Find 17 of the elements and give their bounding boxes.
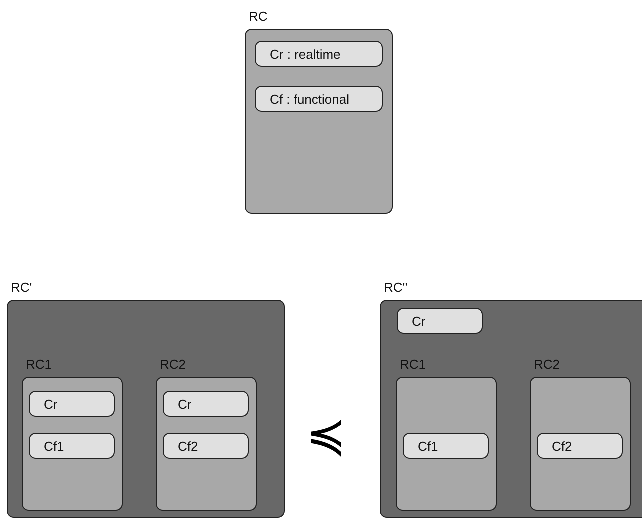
container-heading: RC1 <box>400 357 426 372</box>
container-heading: RC <box>249 9 268 24</box>
relation-symbol: ≼ <box>306 413 346 461</box>
container-heading: RC2 <box>534 357 560 372</box>
container-heading: RC1 <box>26 357 52 372</box>
container-heading: RC' <box>11 280 32 295</box>
component-box: Cr <box>397 308 483 334</box>
component-box: Cf2 <box>537 433 623 459</box>
component-box: Cf1 <box>403 433 489 459</box>
component-box: Cr <box>29 391 115 417</box>
component-box: Cf : functional <box>255 86 383 112</box>
container-heading: RC'' <box>384 280 408 295</box>
component-box: Cr : realtime <box>255 41 383 67</box>
component-box: Cf2 <box>163 433 249 459</box>
component-box: Cr <box>163 391 249 417</box>
container-heading: RC2 <box>160 357 186 372</box>
component-box: Cf1 <box>29 433 115 459</box>
